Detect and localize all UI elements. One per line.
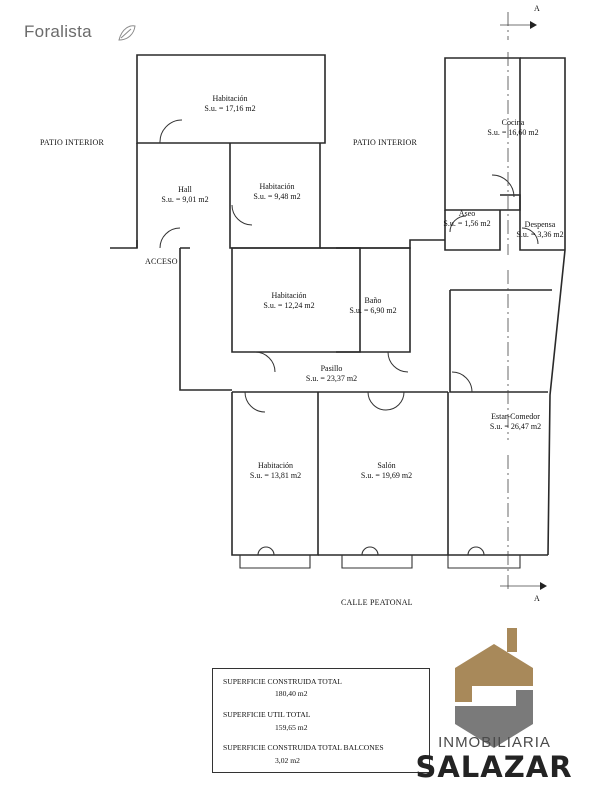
room-area: S.u. = 6,90 m2 [349,306,397,315]
summary-label: SUPERFICIE CONSTRUIDA TOTAL [223,677,342,686]
arrow-top [530,21,537,29]
room-area: S.u. = 17,16 m2 [204,104,256,113]
room-name: Pasillo [320,364,343,373]
window-arcs-left [257,546,275,556]
note-calle: CALLE PEATONAL [341,598,413,607]
window-arcs-middle [361,546,379,556]
note-patio-right: PATIO INTERIOR [353,138,418,147]
salazar-logo-mark [455,628,533,748]
door-arc-hab4 [244,391,266,413]
room-area: S.u. = 19,69 m2 [360,471,413,480]
room-area: S.u. = 26,47 m2 [489,422,542,431]
room-name: Salón [377,461,396,470]
room-habitacion-4: Habitación S.u. = 13,81 m2 [238,461,313,481]
logo-gold-part [455,644,533,702]
balcony-right [447,555,521,569]
logo-inmobiliaria: INMOBILIARIA [438,734,551,751]
room-name: Habitación [271,291,307,300]
room-hall: Hall S.u. = 9,01 m2 [150,185,220,205]
room-area: S.u. = 13,81 m2 [249,471,302,480]
room-habitacion-3: Habitación S.u. = 12,24 m2 [254,291,324,311]
wall-left-column [110,143,138,249]
door-arc-salon-l [367,391,387,411]
wall-habitacion-1 [136,54,326,144]
door-arc-bano [387,351,409,373]
room-name: Aseo [458,209,476,218]
wall-despensa [500,194,565,251]
room-aseo: Aseo S.u. = 1,56 m2 [432,209,502,229]
summary-label: SUPERFICIE CONSTRUIDA TOTAL BALCONES [223,743,384,752]
balcony-middle [341,555,413,569]
door-arc-acceso [159,227,181,249]
room-cocina: Cocina S.u. = 16,60 m2 [478,118,548,138]
window-arcs-right [467,546,485,556]
room-pasillo: Pasillo S.u. = 23,37 m2 [294,364,369,384]
balcony-left [239,555,311,569]
section-label-bottom: A [534,594,540,603]
door-arc-salon-r [385,391,405,411]
room-bano: Baño S.u. = 6,90 m2 [338,296,408,316]
brand-name: Foralista [24,22,92,41]
note-patio-left: PATIO INTERIOR [40,138,105,147]
room-name: Estar-Comedor [491,412,540,421]
wall-habitacion-4 [231,392,319,556]
room-area: S.u. = 3,36 m2 [516,230,564,239]
room-area: S.u. = 9,48 m2 [253,192,301,201]
section-label-top: A [534,4,540,13]
door-arc-hall [159,119,183,144]
room-habitacion-2: Habitación S.u. = 9,48 m2 [242,182,312,202]
room-habitacion-1: Habitación S.u. = 17,16 m2 [195,94,265,114]
room-area: S.u. = 23,37 m2 [305,374,358,383]
leaf-icon [118,25,136,41]
room-name: Cocina [501,118,525,127]
wall-hall-bottom [136,240,190,249]
surface-summary: SUPERFICIE CONSTRUIDA TOTAL 180,40 m2 SU… [212,668,430,773]
logo-chimney [507,628,517,652]
door-arc-hab2 [231,204,253,226]
door-arc-hab3 [254,351,276,373]
room-salon: Salón S.u. = 19,69 m2 [349,461,424,481]
room-despensa: Despensa S.u. = 3,36 m2 [505,220,575,240]
room-name: Baño [364,296,382,305]
door-arc-aseo [449,215,467,233]
wall-corridor-left [179,248,232,391]
summary-value: 3,02 m2 [275,756,300,765]
summary-value: 180,40 m2 [275,689,308,698]
summary-label: SUPERFICIE UTIL TOTAL [223,710,311,719]
door-arc-cocina [491,174,515,198]
room-area: S.u. = 16,60 m2 [487,128,539,137]
room-name: Hall [178,185,192,194]
arrow-bottom [540,582,547,590]
room-name: Habitación [259,182,295,191]
wall-top-middle [320,239,445,249]
note-acceso: ACCESO [145,257,178,266]
logo-gray-part [455,690,533,748]
room-name: Habitación [257,461,294,470]
room-estar-comedor: Estar-Comedor S.u. = 26,47 m2 [478,412,553,432]
room-name: Habitación [212,94,248,103]
logo-salazar: SALAZAR [415,750,573,784]
summary-value: 159,65 m2 [275,723,308,732]
room-area: S.u. = 12,24 m2 [263,301,315,310]
wall-aseo [444,210,501,251]
door-arc-despensa [521,227,539,245]
room-name: Despensa [524,220,556,229]
room-area: S.u. = 1,56 m2 [443,219,491,228]
door-arc-estar [451,371,473,393]
wall-estar [449,289,552,393]
room-area: S.u. = 9,01 m2 [161,195,209,204]
